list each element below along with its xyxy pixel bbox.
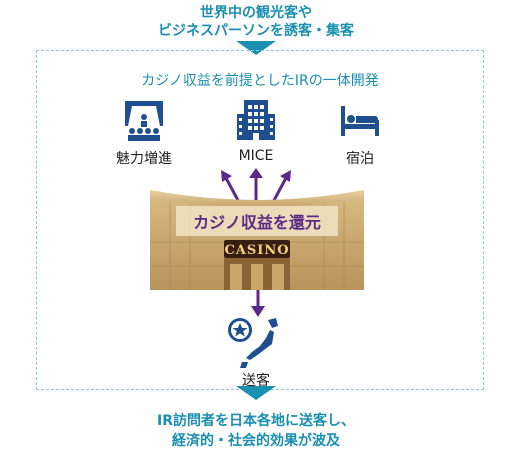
casino-building: カジノ収益を還元 CASINO	[150, 190, 364, 290]
office-building-icon	[237, 100, 275, 140]
footer-line-2: 経済的・社会的効果が波及	[172, 433, 340, 449]
theater-icon	[125, 101, 163, 141]
casino-sign: CASINO	[224, 243, 289, 258]
up-arrows	[221, 168, 291, 205]
japan-map-icon	[228, 318, 278, 368]
footer-line-1: IR訪問者を日本各地に送客し、	[157, 413, 355, 429]
top-down-arrow	[236, 41, 276, 55]
bed-icon	[341, 106, 379, 136]
bottom-down-arrow	[236, 386, 276, 400]
return-label: カジノ収益を還元	[193, 213, 321, 232]
facility-label-lodging: 宿泊	[346, 151, 374, 167]
box-title: カジノ収益を前提としたIRの一体開発	[141, 73, 379, 89]
facility-label-mice: MICE	[238, 148, 274, 164]
facility-label-attraction: 魅力増進	[116, 151, 172, 167]
send-label: 送客	[242, 373, 270, 389]
header-line-1: 世界中の観光客や	[200, 5, 312, 21]
down-arrow	[251, 290, 265, 317]
header-line-2: ビジネスパーソンを誘客・集客	[158, 23, 354, 39]
